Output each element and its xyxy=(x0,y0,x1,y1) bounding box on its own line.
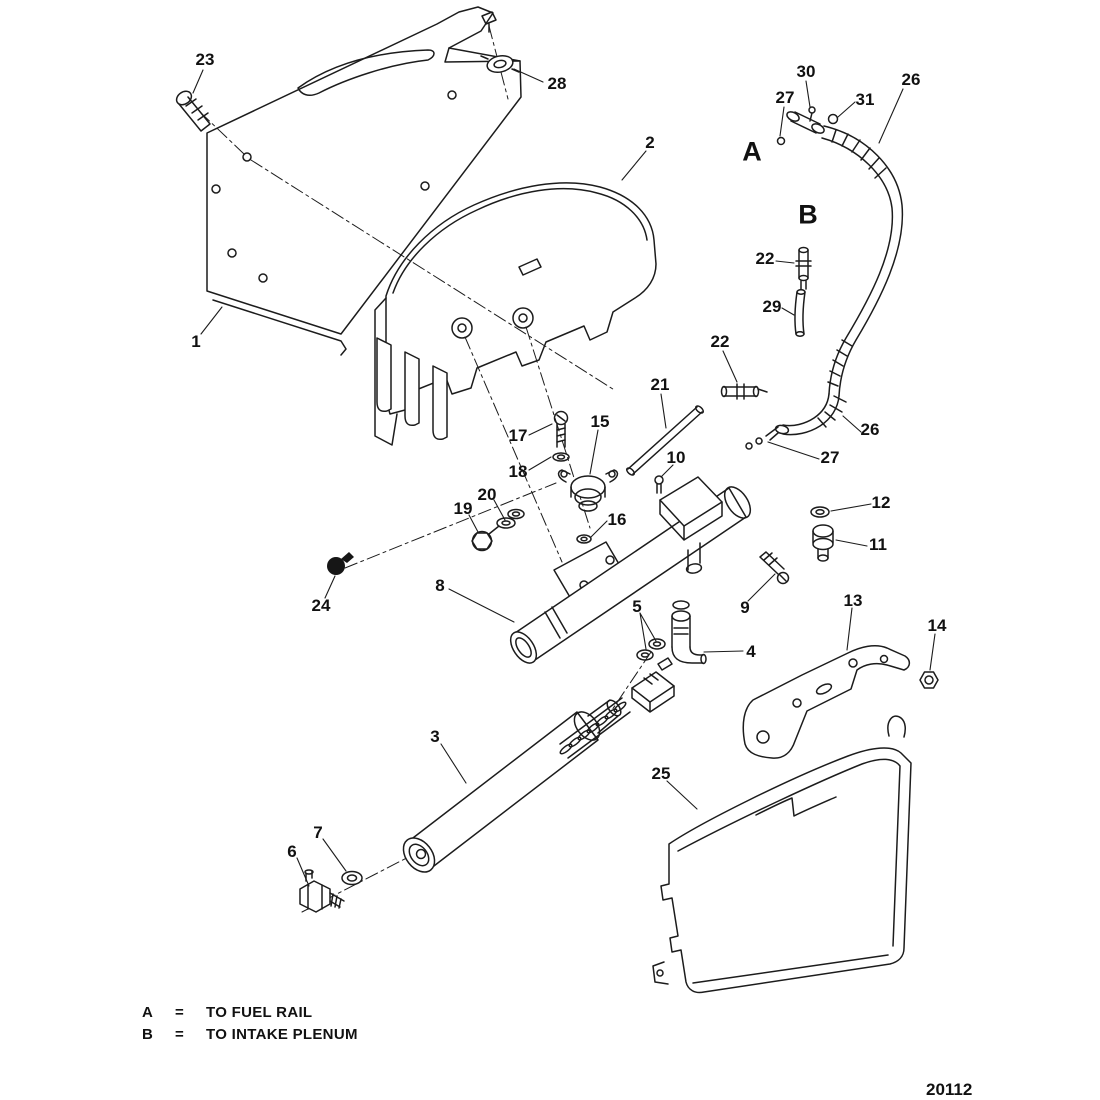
part-15-regulator xyxy=(557,469,619,512)
part-12-oring xyxy=(810,506,830,518)
callout-14: 14 xyxy=(927,616,947,635)
part-19-bolt xyxy=(471,525,500,552)
callout-27-top: 27 xyxy=(775,88,795,107)
part-2-cover xyxy=(374,182,657,446)
leader-lines xyxy=(192,68,936,887)
callout-15: 15 xyxy=(590,412,610,431)
section-letter-a: A xyxy=(742,136,762,167)
part-26-hose-lower xyxy=(745,393,847,450)
callout-3: 3 xyxy=(430,727,440,746)
part-21-tube xyxy=(626,405,704,476)
part-6-fitting xyxy=(299,869,345,913)
callout-29: 29 xyxy=(762,297,782,316)
drawing-number: 20112 xyxy=(926,1080,973,1099)
part-9-screw xyxy=(759,551,790,585)
callout-13: 13 xyxy=(843,591,863,610)
part-7-washer xyxy=(341,870,363,886)
part-26-hose-upper xyxy=(821,125,904,397)
callout-28: 28 xyxy=(547,74,567,93)
legend-key-b: B xyxy=(142,1026,154,1043)
callout-26-top: 26 xyxy=(901,70,921,89)
part-25-cover xyxy=(652,715,912,994)
part-5-orings xyxy=(636,638,666,661)
part-4-elbow-fitting xyxy=(671,600,707,665)
callout-22-lower: 22 xyxy=(710,332,730,351)
callout-4: 4 xyxy=(746,642,756,661)
callout-20: 20 xyxy=(477,485,497,504)
callout-12: 12 xyxy=(871,493,891,512)
callout-21: 21 xyxy=(650,375,670,394)
legend-text-a: TO FUEL RAIL xyxy=(206,1004,313,1021)
legend-row-a: A = TO FUEL RAIL xyxy=(142,1002,358,1024)
callout-18: 18 xyxy=(508,462,528,481)
callout-31: 31 xyxy=(855,90,875,109)
callout-2: 2 xyxy=(645,133,655,152)
part-22-fitting-upper xyxy=(795,246,812,290)
part-17-screw xyxy=(553,410,569,448)
part-29-hose xyxy=(794,289,806,337)
callout-7: 7 xyxy=(313,823,323,842)
callout-19: 19 xyxy=(453,499,473,518)
callout-24: 24 xyxy=(311,596,331,615)
callout-11: 11 xyxy=(869,535,887,554)
part-13-bracket xyxy=(742,645,911,759)
callout-1: 1 xyxy=(191,332,201,351)
part-30-31-27-fittings xyxy=(776,106,839,146)
section-letter-b: B xyxy=(798,199,818,230)
callout-30: 30 xyxy=(796,62,816,81)
legend-equals-a: = xyxy=(175,1004,185,1021)
part-22-fitting-lower xyxy=(720,383,768,400)
legend-equals-b: = xyxy=(175,1026,185,1043)
part-24-plug xyxy=(327,552,354,575)
callout-9: 9 xyxy=(740,598,750,617)
part-16-oring xyxy=(576,534,592,544)
legend-row-b: B = TO INTAKE PLENUM xyxy=(142,1024,358,1046)
callout-26-mid: 26 xyxy=(860,420,880,439)
part-3-fuel-pump xyxy=(402,657,675,873)
part-20-washers xyxy=(496,508,525,529)
part-14-nut xyxy=(919,671,939,689)
callout-17: 17 xyxy=(508,426,528,445)
legend: A = TO FUEL RAIL B = TO INTAKE PLENUM xyxy=(142,1002,358,1046)
callout-6: 6 xyxy=(287,842,297,861)
legend-key-a: A xyxy=(142,1004,154,1021)
callout-27-mid: 27 xyxy=(820,448,840,467)
part-11-fitting xyxy=(812,524,834,562)
part-8-fuel-cooler xyxy=(509,476,752,664)
part-1-mounting-bracket xyxy=(206,6,522,356)
callout-5: 5 xyxy=(632,597,642,616)
callout-22-upper: 22 xyxy=(755,249,775,268)
part-28-clip xyxy=(480,54,520,74)
callout-25: 25 xyxy=(651,764,671,783)
callout-23: 23 xyxy=(195,50,215,69)
part-10-screw xyxy=(654,475,664,494)
part-23-screw xyxy=(175,90,211,132)
part-18-washer xyxy=(552,452,570,462)
callout-10: 10 xyxy=(666,448,686,467)
callout-16: 16 xyxy=(607,510,627,529)
callout-8: 8 xyxy=(435,576,445,595)
legend-text-b: TO INTAKE PLENUM xyxy=(206,1026,358,1043)
